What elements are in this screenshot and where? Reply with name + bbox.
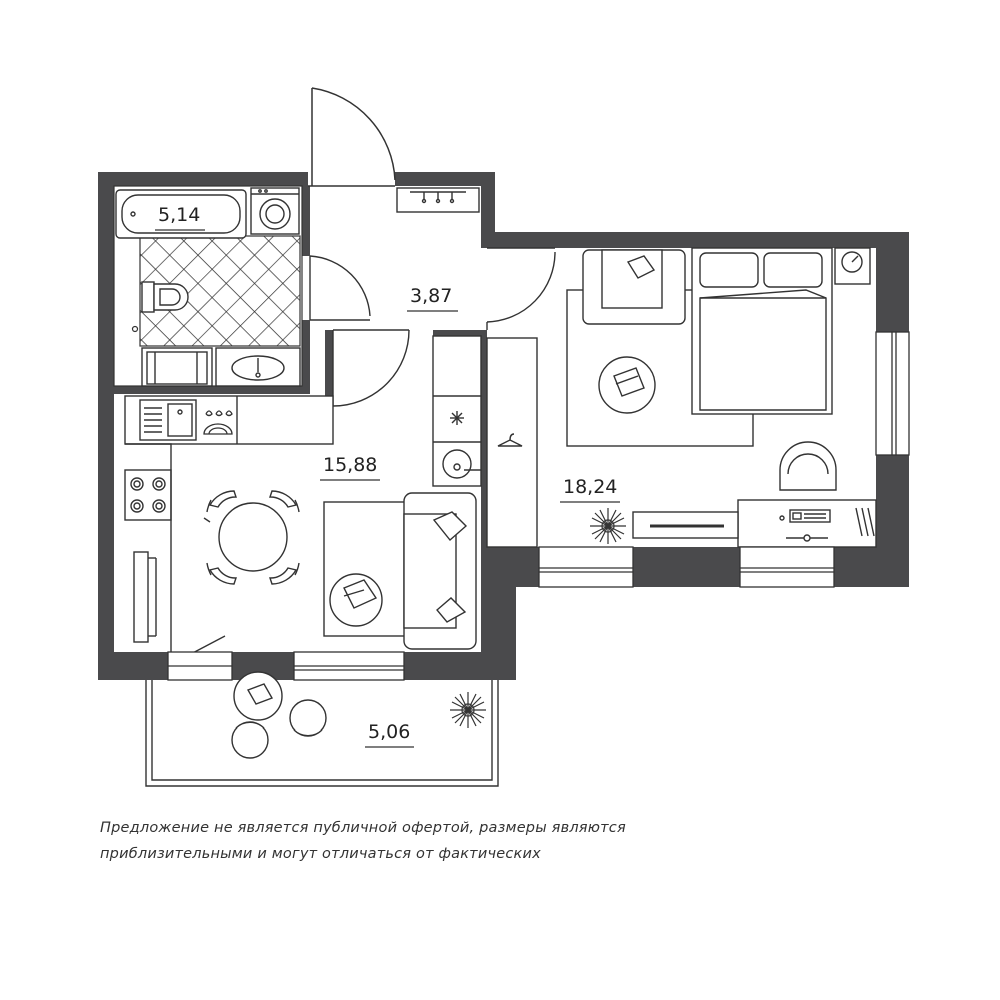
bedroom: 18,24	[486, 247, 877, 548]
wardrobe-column	[432, 335, 482, 487]
bedroom-wardrobe	[486, 337, 538, 548]
sofa-icon	[403, 492, 477, 650]
outer-walls	[98, 172, 909, 680]
bed-icon	[691, 247, 833, 415]
desk-icon	[737, 499, 877, 548]
hallway-closet	[396, 187, 480, 213]
kitchen-living-area-label: 15,88	[323, 454, 377, 476]
entrance-door	[308, 87, 396, 187]
tv-stand-icon	[632, 511, 739, 539]
bathroom: 5,14	[113, 185, 303, 387]
balcony-area-label: 5,06	[368, 721, 410, 743]
balcony-plant-icon	[450, 692, 486, 728]
balcony-table-icon	[231, 671, 327, 759]
living-windows	[167, 651, 405, 681]
bathroom-door	[309, 255, 371, 321]
bedroom-coffee-table-icon	[598, 356, 656, 414]
hallway-area-label: 3,87	[410, 285, 452, 307]
shower-drain-icon	[131, 325, 139, 333]
kitchen-side-counter	[125, 443, 172, 652]
kitchen-living-room: 15,88	[124, 335, 482, 667]
toilet-icon	[141, 281, 189, 313]
bathroom-area-label: 5,14	[158, 204, 200, 226]
bedroom-door	[486, 247, 556, 330]
kitchen-counter	[124, 395, 334, 445]
disclaimer-line-1: Предложение не является публичной оферто…	[100, 820, 626, 836]
balcony: 5,06	[145, 671, 499, 787]
bedroom-armchair-icon	[582, 249, 686, 325]
desk-chair-icon	[779, 441, 837, 491]
disclaimer: Предложение не является публичной оферто…	[100, 815, 660, 867]
nightstand-lamp-icon	[834, 247, 871, 285]
kitchen-door	[332, 329, 410, 407]
bathroom-sink-icon	[215, 347, 301, 387]
dining-table-icon	[203, 490, 300, 585]
dishes-icon	[203, 410, 233, 435]
armchair-icon	[329, 573, 383, 627]
bathtub-icon	[115, 189, 247, 239]
washing-machine-icon	[250, 187, 300, 235]
bedroom-windows	[538, 331, 910, 588]
inner-walls	[114, 186, 487, 547]
stove-icon	[124, 469, 172, 521]
bedroom-plant-icon	[590, 508, 626, 544]
disclaimer-line-2: приблизительными и могут отличаться от ф…	[100, 846, 541, 862]
bathroom-cabinet	[141, 347, 213, 387]
bedroom-area-label: 18,24	[563, 476, 617, 498]
